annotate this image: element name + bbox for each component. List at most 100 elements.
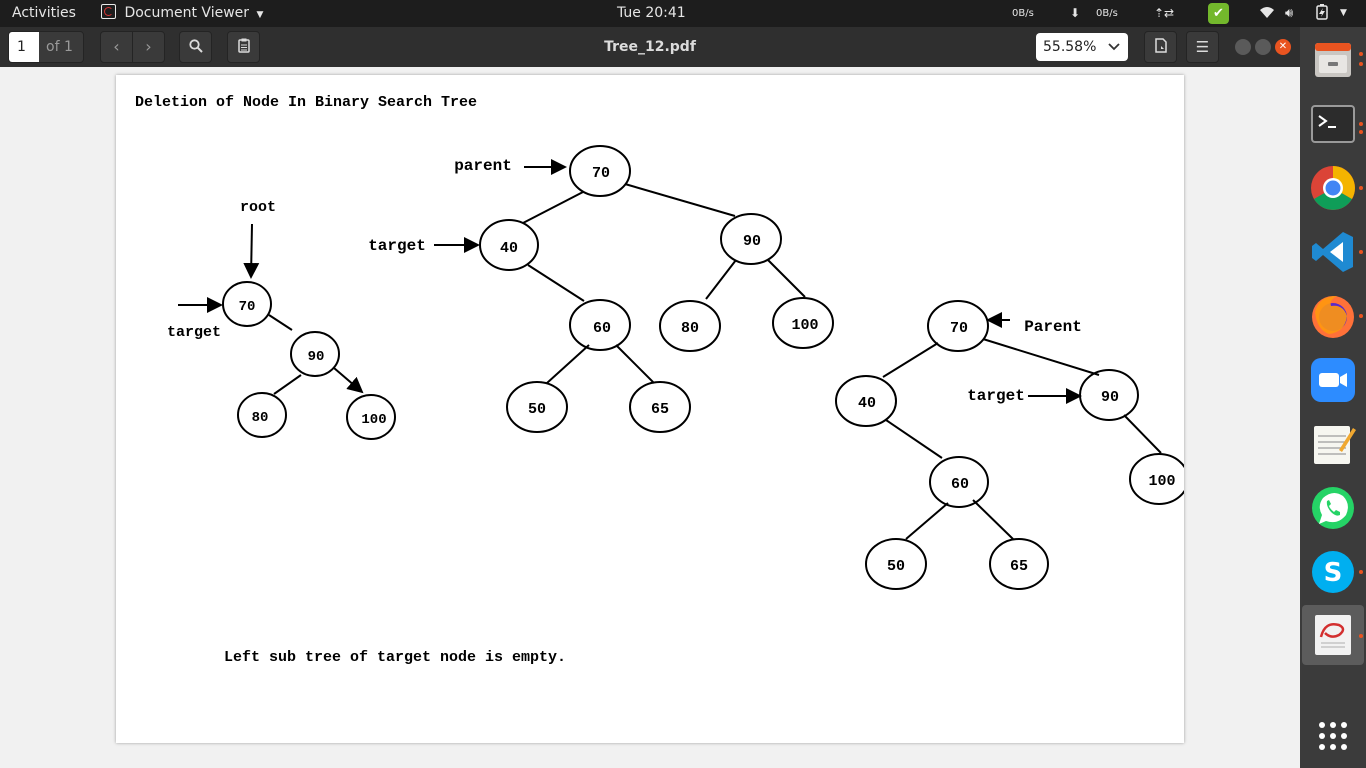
tree-node	[1079, 369, 1139, 421]
file-cabinet-icon	[1315, 43, 1351, 77]
tree-node	[929, 456, 989, 508]
tree-node	[506, 381, 568, 433]
video-camera-icon	[1311, 358, 1355, 402]
show-applications-button[interactable]	[1309, 712, 1357, 760]
next-page-button[interactable]: ›	[132, 31, 165, 63]
node-value: 100	[791, 317, 818, 334]
tree-node	[835, 375, 897, 427]
close-button[interactable]: ✕	[1275, 39, 1291, 55]
dock-document-viewer[interactable]	[1309, 611, 1357, 659]
tree-1	[178, 223, 396, 440]
net-upload-speed: 0B/s	[1012, 8, 1034, 19]
tree-node	[865, 538, 927, 590]
running-indicator	[1359, 122, 1363, 126]
dock-text-editor[interactable]	[1309, 420, 1357, 468]
edge	[885, 419, 943, 459]
tree-node	[720, 213, 782, 265]
app-grid-icon	[1319, 722, 1347, 750]
previous-page-button[interactable]: ‹	[100, 31, 133, 63]
wifi-icon[interactable]	[1259, 0, 1275, 27]
dock-vscode[interactable]	[1309, 228, 1357, 276]
edge	[268, 314, 293, 331]
running-indicator	[1359, 186, 1363, 190]
top-bar: Activities Document Viewer ▼ Tue 20:41 0…	[0, 0, 1366, 27]
viewer-header-bar: 1 of 1 ‹ › Tree_12.pdf 55.58% ☰ ✕	[0, 27, 1300, 67]
node-value: 80	[681, 320, 699, 337]
edge	[982, 338, 1100, 376]
chrome-icon	[1311, 166, 1355, 210]
hamburger-menu-icon: ☰	[1195, 38, 1210, 56]
edge	[615, 344, 655, 384]
tree-node	[569, 145, 631, 197]
node-value: 100	[361, 412, 386, 428]
tree-node	[772, 297, 834, 349]
bst-deletion-diagram: Deletion of Node In Binary Search Tree r…	[135, 94, 1184, 666]
whatsapp-icon	[1312, 487, 1354, 529]
current-page-input[interactable]: 1	[9, 32, 39, 62]
running-indicator	[1359, 52, 1363, 56]
main-menu-button[interactable]: ☰	[1186, 31, 1219, 63]
dock-terminal[interactable]	[1309, 100, 1357, 148]
node-value: 100	[1148, 473, 1175, 490]
dock-zoom[interactable]	[1309, 356, 1357, 404]
tree-node	[1129, 453, 1184, 505]
page-number-entry[interactable]: 1 of 1	[8, 31, 84, 63]
node-value: 90	[308, 349, 325, 365]
node-value: 50	[528, 401, 546, 418]
node-value: 65	[1010, 558, 1028, 575]
minimize-button[interactable]	[1235, 39, 1251, 55]
edge	[1123, 414, 1162, 454]
running-indicator	[1359, 634, 1363, 638]
parent-label: Parent	[1024, 318, 1082, 336]
node-value: 65	[651, 401, 669, 418]
clock[interactable]: Tue 20:41	[617, 5, 686, 21]
chevron-left-icon: ‹	[113, 37, 120, 56]
tree-node	[989, 538, 1049, 590]
search-icon	[188, 39, 203, 53]
download-arrow-icon: ⬇	[1070, 6, 1081, 20]
root-label: root	[240, 199, 276, 216]
battery-icon[interactable]	[1316, 0, 1328, 27]
edge	[273, 374, 302, 395]
node-value: 60	[593, 320, 611, 337]
volume-icon[interactable]: 🔊︎	[1285, 6, 1294, 21]
update-check-icon[interactable]: ✔	[1208, 3, 1229, 24]
edge	[527, 264, 585, 302]
app-menu[interactable]: Document Viewer ▼	[101, 0, 263, 27]
target-label: target	[368, 237, 426, 255]
running-indicator	[1359, 250, 1363, 254]
skype-icon: S	[1312, 551, 1354, 593]
node-value: 80	[252, 410, 269, 426]
edge	[705, 259, 737, 300]
tree-node	[659, 300, 721, 352]
maximize-button[interactable]	[1255, 39, 1271, 55]
edge	[546, 344, 590, 384]
dock-whatsapp[interactable]	[1309, 484, 1357, 532]
clipboard-icon	[237, 38, 250, 53]
edge	[333, 367, 364, 394]
terminal-icon	[1311, 105, 1355, 143]
running-indicator	[1359, 314, 1363, 318]
dock-firefox[interactable]	[1309, 292, 1357, 340]
zoom-level-select[interactable]: 55.58%	[1036, 33, 1128, 61]
node-value: 60	[951, 476, 969, 493]
parent-label: parent	[454, 157, 512, 175]
edge	[522, 191, 584, 224]
system-menu-chevron-icon[interactable]: ▼	[1340, 8, 1347, 18]
node-value: 70	[950, 320, 968, 337]
dock-skype[interactable]: S	[1309, 548, 1357, 596]
page-view-button[interactable]	[1144, 31, 1177, 63]
running-indicator	[1359, 62, 1363, 66]
zoom-level-value: 55.58%	[1043, 39, 1097, 55]
document-title: Tree_12.pdf	[604, 39, 696, 55]
search-button[interactable]	[179, 31, 212, 63]
dock-files[interactable]	[1309, 35, 1357, 83]
annotations-button[interactable]	[227, 31, 260, 63]
dock-chrome[interactable]	[1309, 164, 1357, 212]
svg-text:S: S	[1324, 558, 1343, 588]
node-value: 90	[1101, 389, 1119, 406]
tree-3	[835, 300, 1184, 590]
edge	[905, 502, 949, 540]
node-value: 70	[592, 165, 610, 182]
activities-button[interactable]: Activities	[12, 5, 76, 21]
